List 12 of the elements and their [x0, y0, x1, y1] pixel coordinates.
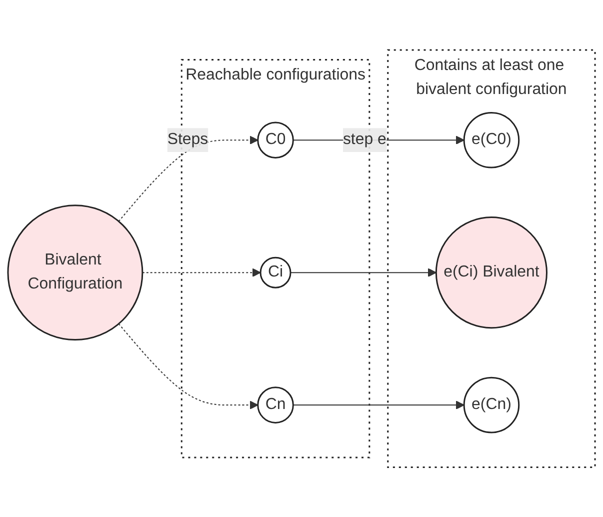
arrow: [290, 268, 437, 277]
node-circle: Bivalent Configuration: [7, 204, 144, 340]
arrow: [142, 268, 261, 277]
node-circle: e(Cn): [463, 376, 520, 434]
arrow: [292, 400, 464, 410]
node-circle: e(C0): [463, 112, 520, 168]
arrow: [118, 323, 258, 410]
node-circle: Cn: [257, 386, 294, 424]
arrow: [118, 136, 258, 222]
node-circle: Ci: [260, 256, 292, 288]
node-circle: C0: [257, 122, 294, 158]
node-circle: e(Ci) Bivalent: [435, 216, 548, 328]
